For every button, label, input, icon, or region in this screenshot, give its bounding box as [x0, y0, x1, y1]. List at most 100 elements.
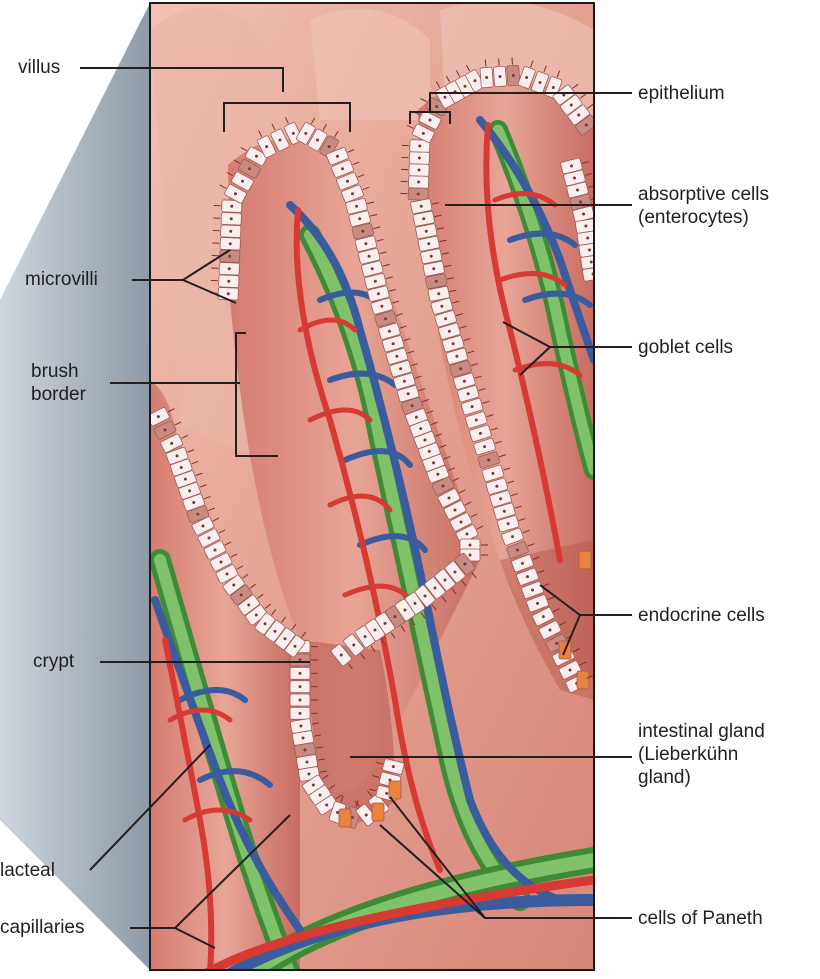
label-absorptive-cells: absorptive cells (enterocytes): [638, 183, 769, 229]
cell-nucleus: [227, 292, 230, 295]
cell-nucleus: [214, 549, 217, 552]
cell-nucleus: [444, 579, 447, 582]
cell-nucleus: [459, 367, 462, 370]
label-intestinal-gland: intestinal gland (Lieberkühn gland): [638, 720, 765, 789]
cell-nucleus: [570, 165, 573, 168]
label-capillaries: capillaries: [0, 916, 84, 939]
cell-nucleus: [435, 280, 438, 283]
cell-nucleus: [340, 654, 343, 657]
cell-nucleus: [555, 642, 558, 645]
cell-nucleus: [448, 330, 451, 333]
cell-nucleus: [436, 473, 439, 476]
cell-nucleus: [358, 217, 361, 220]
label-cells-of-paneth: cells of Paneth: [638, 907, 763, 930]
cell-nucleus: [430, 255, 433, 258]
cell-nucleus: [208, 537, 211, 540]
microvillus: [597, 223, 604, 224]
label-intestinal-gland-line1: intestinal gland: [638, 720, 765, 743]
cell-nucleus: [374, 629, 377, 632]
cell-nucleus: [577, 114, 580, 117]
cell-nucleus: [582, 213, 585, 216]
cell-nucleus: [521, 562, 524, 565]
cell-nucleus: [240, 594, 243, 597]
label-epithelium: epithelium: [638, 82, 725, 105]
label-intestinal-gland-line2: (Lieberkühn: [638, 743, 765, 766]
microvillus: [594, 210, 601, 212]
cell-nucleus: [569, 669, 572, 672]
label-absorptive-cells-line1: absorptive cells: [638, 183, 769, 206]
cell-nucleus: [464, 85, 467, 88]
microvillus: [499, 59, 500, 66]
cell-nucleus: [300, 725, 303, 728]
cell-nucleus: [427, 242, 430, 245]
cell-nucleus: [471, 405, 474, 408]
cell-nucleus: [507, 522, 510, 525]
label-lacteal: lacteal: [0, 859, 55, 882]
cell-nucleus: [425, 230, 428, 233]
cell-nucleus: [328, 145, 331, 148]
cell-nucleus: [355, 205, 358, 208]
microvillus: [604, 271, 611, 272]
cell-nucleus: [495, 485, 498, 488]
label-villus: villus: [18, 56, 60, 79]
microvillus: [600, 247, 607, 248]
cell-nucleus: [228, 255, 231, 258]
cell-nucleus: [306, 761, 309, 764]
cell-nucleus: [419, 427, 422, 430]
cell-nucleus: [316, 139, 319, 142]
cell-nucleus: [516, 549, 519, 552]
cell-nucleus: [411, 404, 414, 407]
cell-nucleus: [469, 554, 472, 557]
cell-nucleus: [429, 119, 432, 122]
cell-nucleus: [336, 155, 339, 158]
cell-nucleus: [220, 561, 223, 564]
cell-nucleus: [351, 816, 354, 819]
cell-nucleus: [491, 472, 494, 475]
label-goblet-cells: goblet cells: [638, 336, 733, 359]
cell-nucleus: [392, 765, 395, 768]
cell-nucleus: [226, 573, 229, 576]
cell-nucleus: [346, 180, 349, 183]
cell-nucleus: [304, 132, 307, 135]
cell-nucleus: [585, 124, 588, 127]
cell-nucleus: [483, 445, 486, 448]
cell-nucleus: [526, 575, 529, 578]
cell-nucleus: [312, 784, 315, 787]
cell-nucleus: [196, 513, 199, 516]
cell-nucleus: [576, 189, 579, 192]
label-endocrine-cells: endocrine cells: [638, 604, 765, 627]
cell-nucleus: [274, 630, 277, 633]
cell-nucleus: [403, 380, 406, 383]
cell-nucleus: [467, 392, 470, 395]
cell-nucleus: [454, 571, 457, 574]
cell-nucleus: [255, 155, 258, 158]
cell-nucleus: [420, 205, 423, 208]
cell-nucleus: [503, 510, 506, 513]
cell-nucleus: [407, 392, 410, 395]
cell-nucleus: [590, 261, 593, 264]
cell-nucleus: [385, 792, 388, 795]
cell-nucleus: [455, 355, 458, 358]
tissue-view: [147, 1, 611, 974]
paneth-cell: [372, 803, 384, 821]
cell-nucleus: [424, 439, 427, 442]
cell-nucleus: [325, 804, 328, 807]
cell-nucleus: [588, 249, 591, 252]
cell-nucleus: [241, 180, 244, 183]
cell-nucleus: [399, 367, 402, 370]
cell-nucleus: [434, 587, 437, 590]
cell-nucleus: [364, 635, 367, 638]
cell-nucleus: [448, 497, 451, 500]
cell-nucleus: [228, 267, 231, 270]
cell-nucleus: [371, 267, 374, 270]
paneth-cell: [577, 671, 589, 689]
cell-nucleus: [292, 132, 295, 135]
cell-nucleus: [404, 609, 407, 612]
cell-nucleus: [304, 749, 307, 752]
cell-nucleus: [294, 645, 297, 648]
cell-nucleus: [229, 242, 232, 245]
cell-nucleus: [299, 685, 302, 688]
cell-nucleus: [525, 76, 528, 79]
